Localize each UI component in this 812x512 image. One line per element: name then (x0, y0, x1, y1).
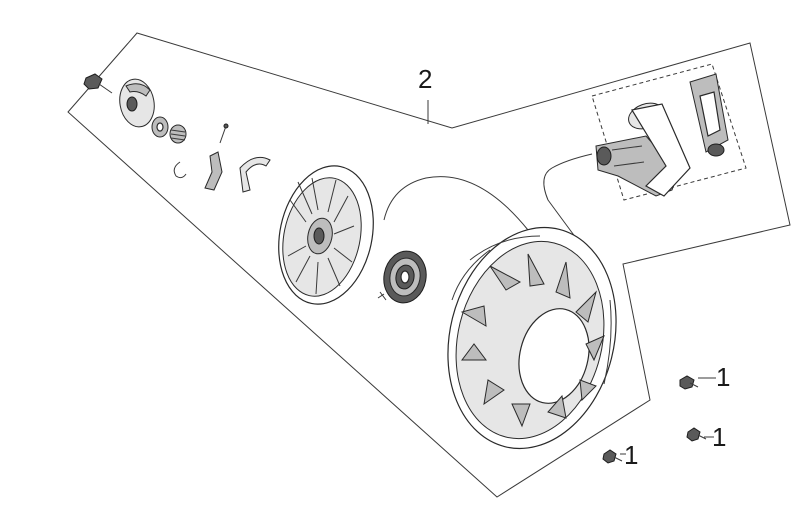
handle-insert-part (689, 73, 729, 157)
ratchet-plate-part (119, 78, 155, 128)
callout-1-right-label: 1 (716, 362, 730, 392)
starter-handle-part (595, 102, 691, 197)
starter-rope (383, 176, 529, 231)
starter-rope-to-handle (543, 153, 593, 247)
coil-spring-part (169, 124, 187, 144)
bolt-bottom-right-part (686, 427, 707, 442)
washer-part (151, 116, 169, 138)
bolt-bottom-part (602, 449, 623, 464)
pawl-part (204, 151, 223, 191)
small-clip-part (173, 161, 187, 179)
bolt-right-part (679, 375, 699, 390)
recoil-spring-part (377, 250, 427, 304)
handle-detail-box (591, 63, 747, 201)
callout-2-label: 2 (418, 64, 432, 94)
friction-clip-part (239, 156, 271, 193)
starter-housing-part (447, 226, 617, 450)
callout-1-bottom-right-label: 1 (712, 422, 726, 452)
assembly-boundary (67, 32, 791, 498)
callout-1-bottom-label: 1 (624, 440, 638, 470)
pin-part (219, 123, 229, 144)
rope-pulley-part (278, 165, 374, 305)
hex-bolt-part (83, 73, 113, 94)
